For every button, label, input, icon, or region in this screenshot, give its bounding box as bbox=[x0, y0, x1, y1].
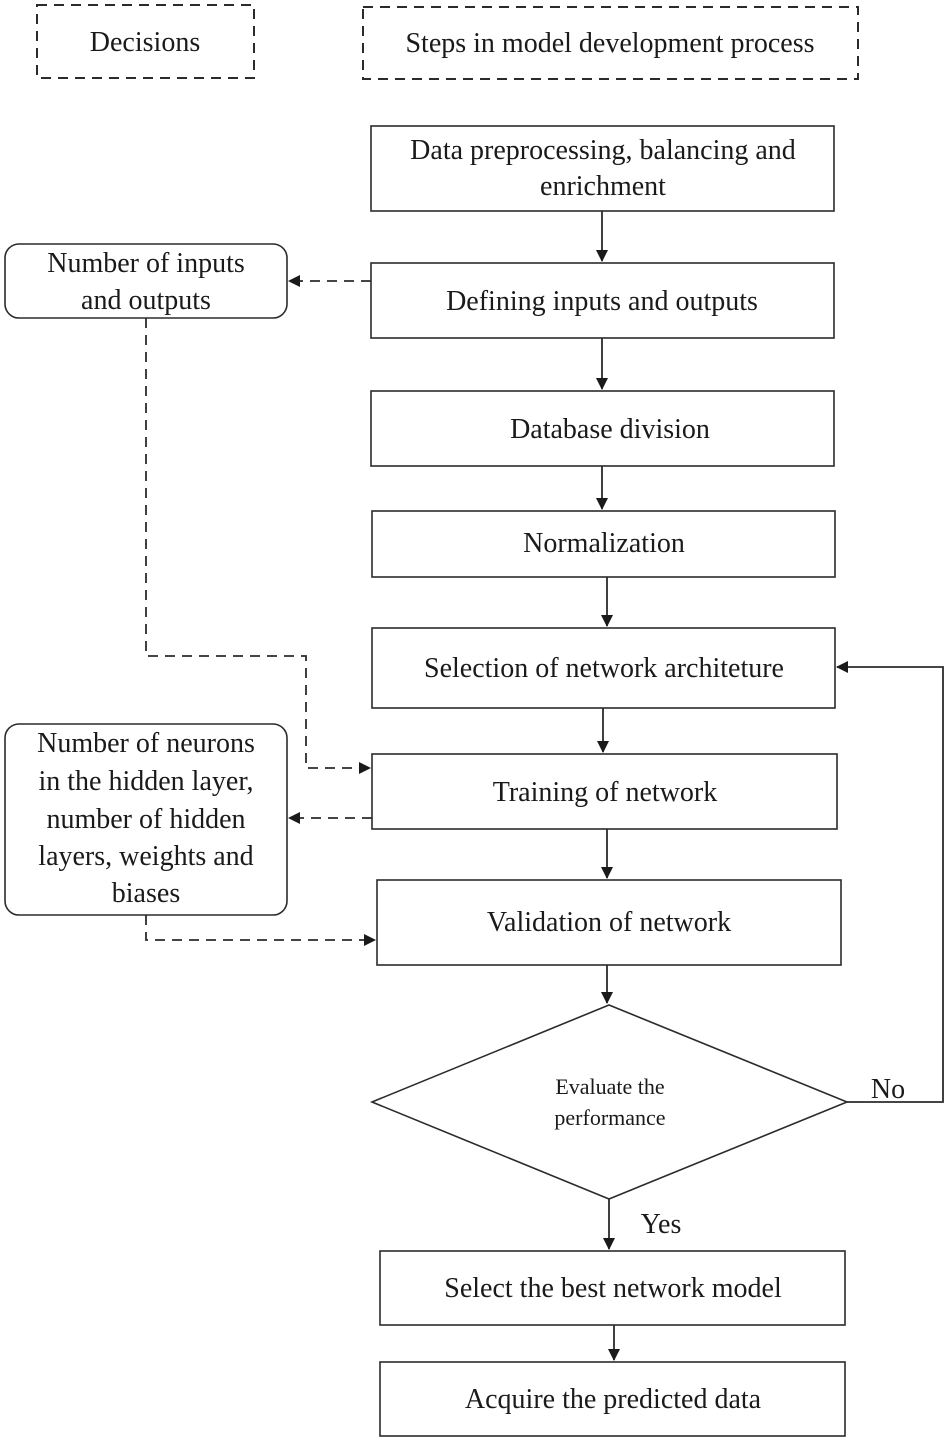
step-validation: Validation of network bbox=[376, 879, 842, 966]
legend-steps-label: Steps in model development process bbox=[405, 28, 814, 59]
decision-io-line-1: Number of inputs bbox=[47, 248, 245, 279]
legend-steps: Steps in model development process bbox=[362, 6, 859, 80]
decision-line-2: performance bbox=[554, 1105, 665, 1130]
step-database-division-label: Database division bbox=[510, 414, 710, 445]
step-database-division: Database division bbox=[370, 390, 835, 467]
step-training: Training of network bbox=[371, 753, 838, 830]
legend-decisions: Decisions bbox=[36, 4, 255, 79]
step-architecture: Selection of network architeture bbox=[371, 627, 836, 709]
decision-io-line-2: and outputs bbox=[81, 285, 211, 316]
step-select-best: Select the best network model bbox=[379, 1250, 846, 1326]
branch-yes-label: Yes bbox=[641, 1209, 682, 1240]
step-preprocessing-line-2: enrichment bbox=[540, 171, 666, 202]
step-select-best-label: Select the best network model bbox=[444, 1273, 782, 1304]
decision-params-line-3: number of hidden bbox=[46, 804, 245, 835]
step-validation-label: Validation of network bbox=[487, 907, 731, 938]
step-training-label: Training of network bbox=[493, 777, 718, 808]
decision-line-1: Evaluate the bbox=[555, 1074, 664, 1099]
dashed-arrow-io-count-to-training bbox=[145, 318, 371, 774]
branch-no-label: No bbox=[871, 1074, 905, 1105]
legend-decisions-label: Decisions bbox=[90, 27, 200, 58]
step-normalization: Normalization bbox=[371, 510, 836, 578]
step-defining-io: Defining inputs and outputs bbox=[370, 262, 835, 339]
decision-box-network-params: Number of neurons in the hidden layer, n… bbox=[4, 723, 288, 916]
decision-params-line-2: in the hidden layer, bbox=[38, 766, 253, 797]
decision-params-line-4: layers, weights and bbox=[38, 841, 253, 872]
decision-params-line-5: biases bbox=[112, 878, 180, 909]
step-defining-io-label: Defining inputs and outputs bbox=[446, 286, 758, 317]
decision-evaluate-performance: Evaluate the performance bbox=[369, 1004, 850, 1200]
decision-params-line-1: Number of neurons bbox=[37, 728, 255, 759]
arrow-no-loop-to-architecture bbox=[836, 661, 944, 1103]
step-preprocessing: Data preprocessing, balancing and enrich… bbox=[370, 125, 835, 212]
step-acquire-label: Acquire the predicted data bbox=[465, 1384, 762, 1415]
step-acquire: Acquire the predicted data bbox=[379, 1361, 846, 1437]
step-normalization-label: Normalization bbox=[523, 528, 685, 559]
decision-box-io-count: Number of inputs and outputs bbox=[4, 243, 288, 319]
step-architecture-label: Selection of network architeture bbox=[424, 653, 784, 684]
dashed-arrow-params-to-validation bbox=[145, 915, 376, 946]
step-preprocessing-line-1: Data preprocessing, balancing and bbox=[410, 135, 796, 166]
